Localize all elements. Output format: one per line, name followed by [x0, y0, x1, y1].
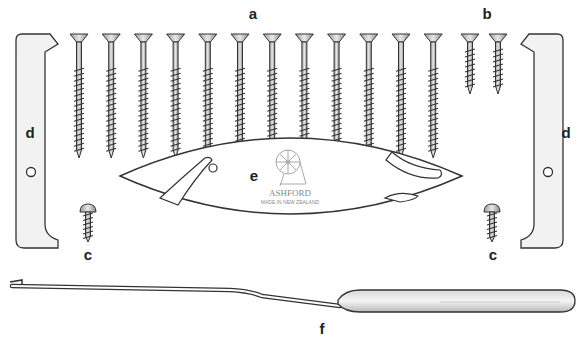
part-letter: b: [482, 6, 491, 21]
part-letter: c: [84, 247, 92, 262]
part-letter: c: [489, 247, 497, 262]
wood-screw: [360, 34, 378, 158]
bracket: [521, 34, 563, 248]
wood-screw: [70, 34, 88, 158]
wood-screw: [461, 34, 479, 94]
pan-head-screw: [484, 204, 500, 242]
part-letter: d: [25, 125, 34, 140]
wood-screw: [167, 34, 185, 158]
wood-screw: [231, 34, 249, 158]
wood-screw: [102, 34, 120, 158]
wood-screw: [489, 34, 507, 94]
bracket: [16, 0, 579, 248]
threading-hook: [120, 138, 462, 214]
part-letter: d: [561, 125, 570, 140]
wood-screw: [424, 34, 442, 158]
screws: [70, 34, 507, 242]
brand-mark: MADE IN NEW ZEALAND: [261, 200, 319, 205]
wood-screw: [392, 34, 410, 158]
pan-head-screw: [80, 204, 96, 242]
wood-screw: [199, 34, 217, 158]
part-letter: e: [250, 168, 258, 183]
part-letter: a: [249, 6, 257, 21]
part-letter: f: [320, 321, 325, 336]
wood-screw: [134, 34, 152, 158]
brand-mark: ASHFORD: [269, 189, 311, 198]
reed-hook: [10, 280, 575, 312]
